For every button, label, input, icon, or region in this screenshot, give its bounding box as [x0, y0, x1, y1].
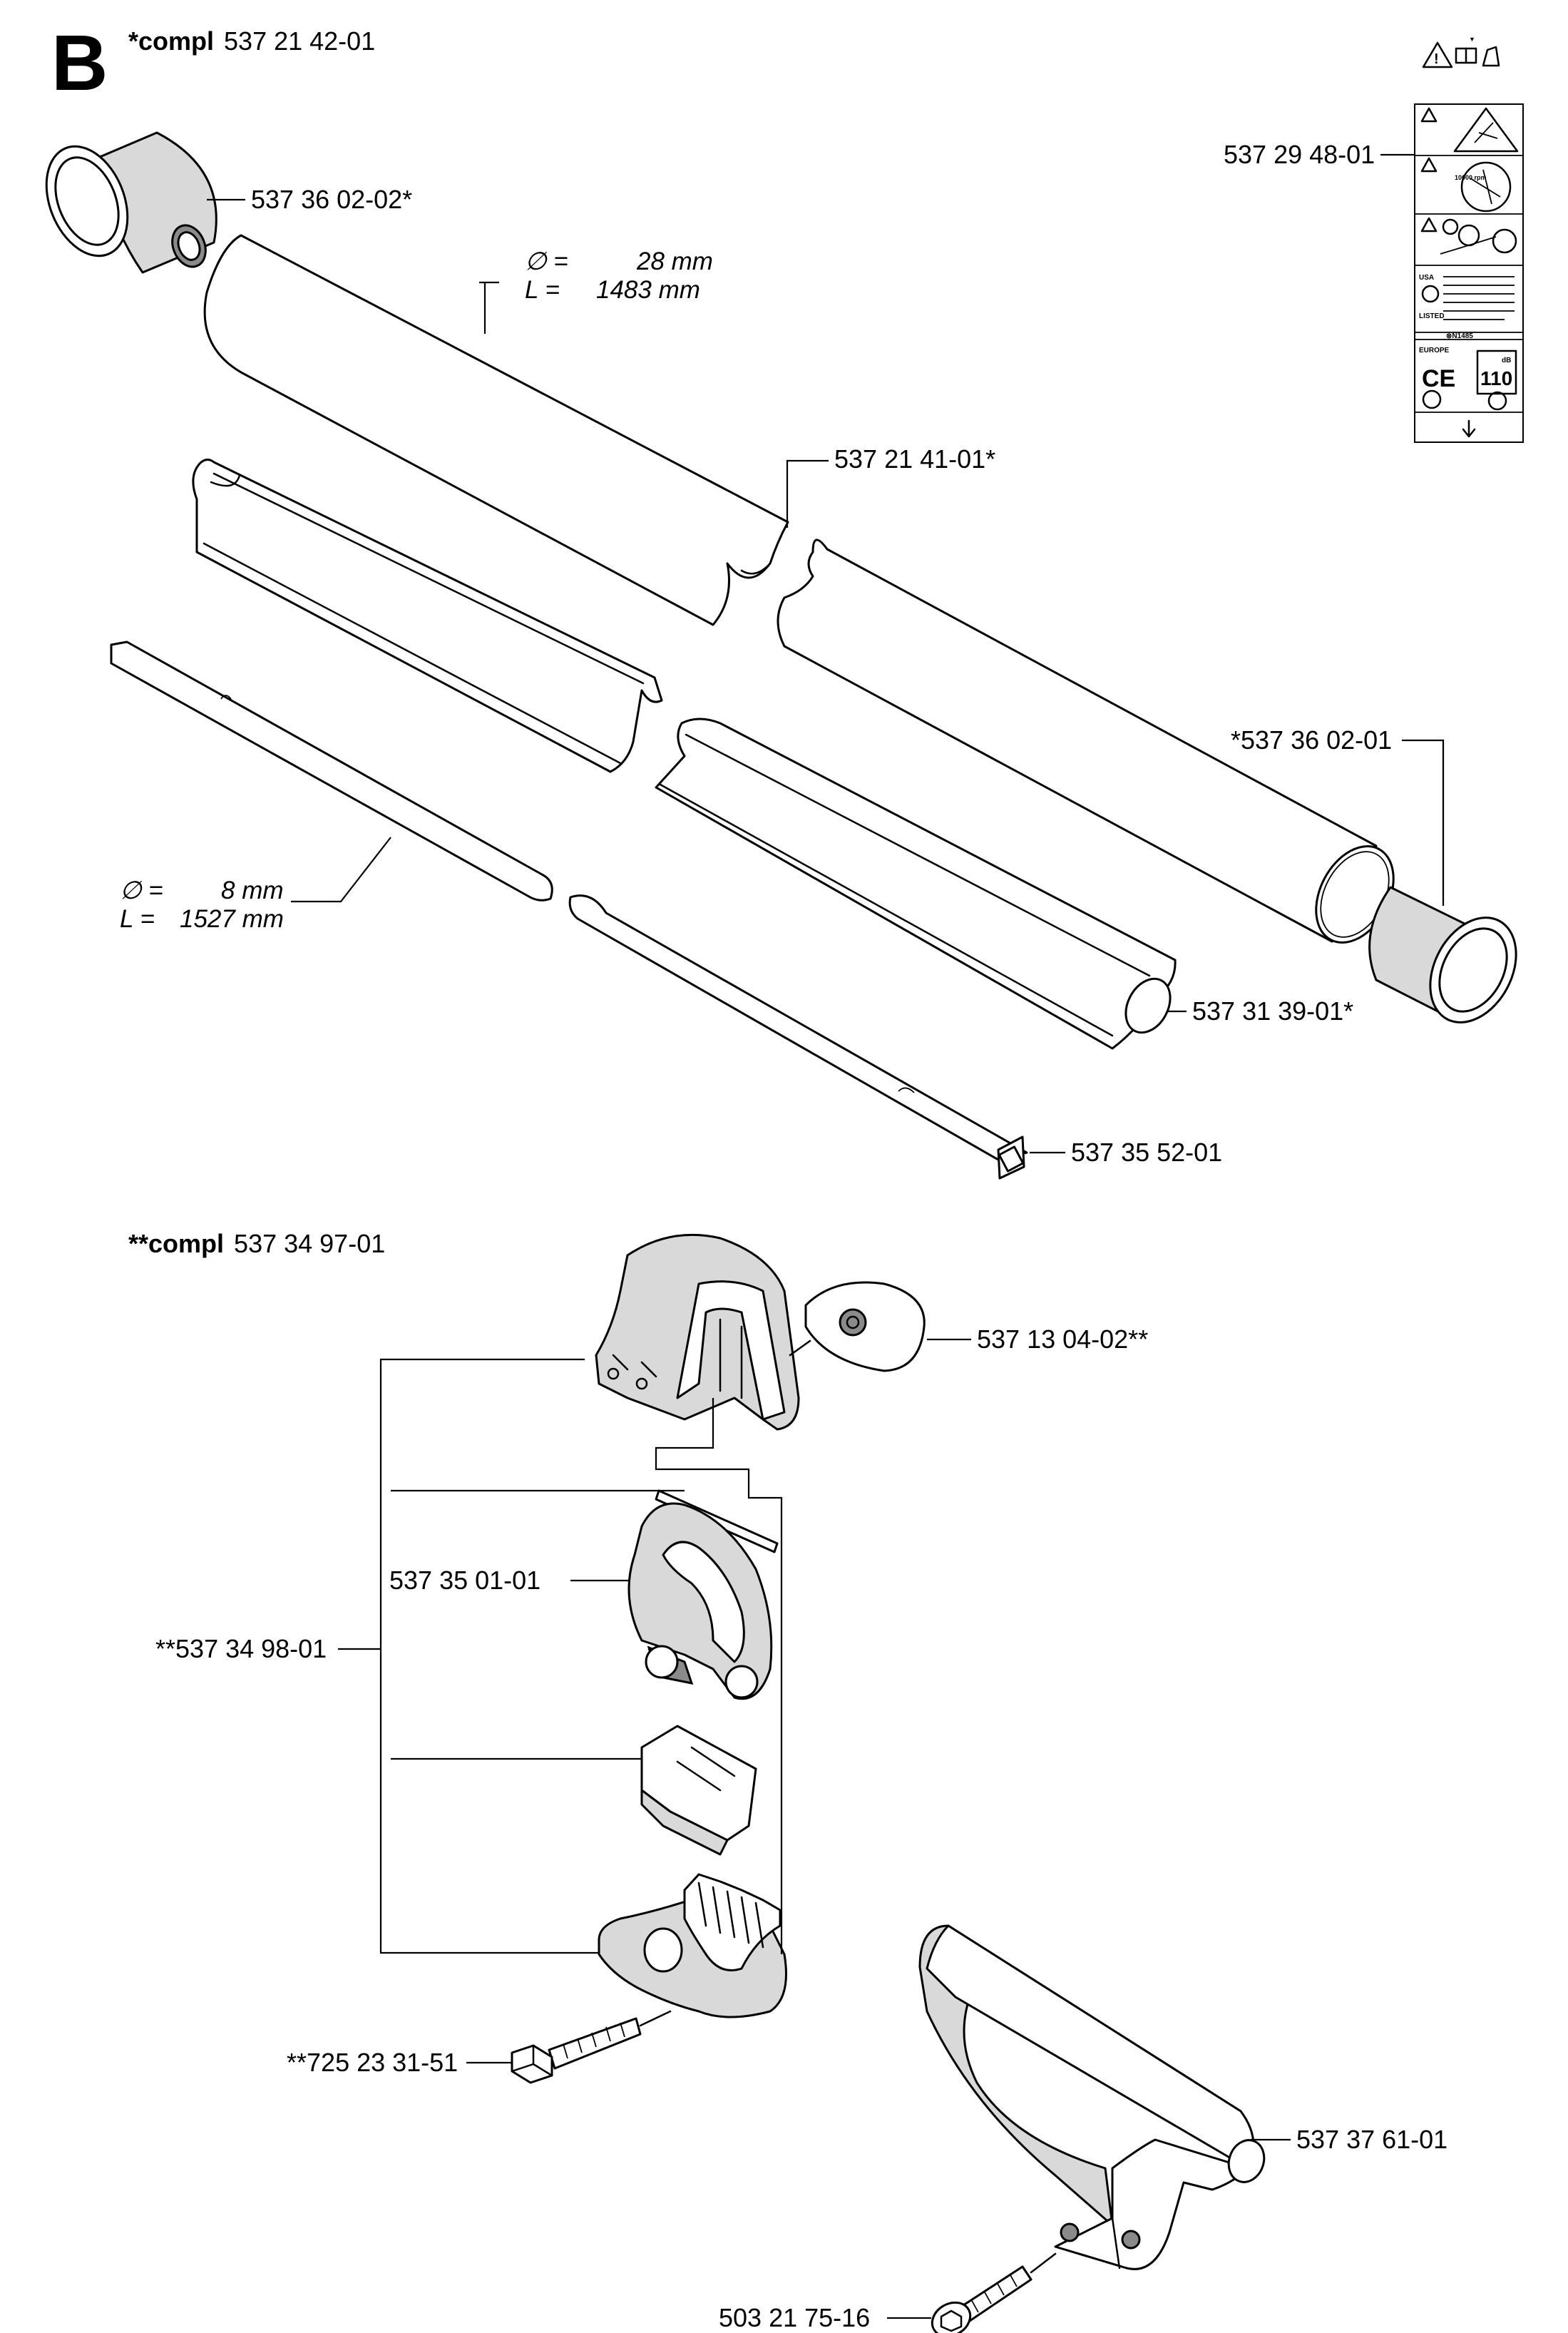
- clamp-set-bracket: [379, 1358, 391, 1954]
- tube-leader: [786, 459, 829, 528]
- end-cap-top: [45, 131, 217, 274]
- label-knob: 537 13 04-02**: [977, 1324, 1148, 1354]
- liner-right: [655, 718, 1177, 1050]
- shaft-assembly-number: 537 21 42-01: [224, 26, 375, 56]
- guard-bracket: [918, 1924, 1266, 2270]
- drive-shaft-right: [568, 894, 1028, 1180]
- label-decal: 537 29 48-01: [1224, 140, 1375, 169]
- shaft-length-prefix: L =: [120, 905, 155, 933]
- clamp-screw: [511, 2017, 642, 2084]
- decal-europe: EUROPE: [1419, 347, 1450, 354]
- bracket-screw: [931, 2265, 1032, 2333]
- decal-cert: ⊗N1485: [1446, 332, 1473, 340]
- shaft-diameter-prefix: ∅ =: [120, 877, 163, 904]
- end-cap-bottom-leader: [1402, 739, 1445, 906]
- knob: [804, 1281, 926, 1372]
- label-handle-loop: 537 35 01-01: [389, 1566, 540, 1595]
- tube-length-prefix: L =: [525, 276, 560, 304]
- shaft-diameter: 8 mm: [221, 877, 284, 904]
- clamp-assembly-prefix: **compl: [128, 1229, 224, 1258]
- label-clamp-set: **537 34 98-01: [155, 1634, 327, 1663]
- lower-clamp: [598, 1873, 787, 2018]
- shaft-length: 1527 mm: [180, 905, 284, 933]
- shaft-assembly-header: *compl 537 21 42-01: [128, 26, 375, 56]
- upper-clamp: [595, 1234, 800, 1431]
- shaft-assembly-prefix: *compl: [128, 26, 214, 56]
- handle-loop: [627, 1502, 773, 1700]
- label-bracket-screw: 503 21 75-16: [719, 2303, 870, 2332]
- header-warning-symbols: ! ▼: [1422, 36, 1500, 68]
- section-letter: B: [51, 19, 108, 107]
- label-shaft-tube: 537 21 41-01*: [834, 444, 995, 474]
- label-end-cap-bottom: *537 36 02-01: [1231, 725, 1392, 755]
- tube-diameter: 28 mm: [636, 247, 713, 275]
- drive-shaft-left: [110, 640, 553, 902]
- decal-usa: USA: [1419, 274, 1434, 282]
- clamp-assembly-number: 537 34 97-01: [234, 1229, 385, 1258]
- decal-listed: LISTED: [1419, 312, 1445, 320]
- label-guard-bracket: 537 37 61-01: [1296, 2125, 1447, 2154]
- decal-rpm: 10000 rpm: [1455, 174, 1487, 181]
- liner-left: [192, 459, 663, 773]
- tube-diameter-prefix: ∅ =: [525, 247, 568, 275]
- decal-label: 10000 rpm USA LISTED ⊗N1485 EUROPE CE 11…: [1414, 103, 1524, 443]
- clamp-assembly-header: **compl 537 34 97-01: [128, 1229, 385, 1258]
- tube-length: 1483 mm: [596, 276, 700, 304]
- label-clamp-screw: **725 23 31-51: [287, 2048, 458, 2077]
- label-drive-shaft: 537 35 52-01: [1071, 1138, 1222, 1167]
- shaft-tube-left: [203, 234, 789, 626]
- decal-noise-unit: dB: [1502, 357, 1511, 364]
- decal-ce: CE: [1422, 365, 1455, 392]
- label-end-cap-top: 537 36 02-02*: [251, 185, 412, 214]
- clamp-insert: [640, 1725, 757, 1856]
- decal-noise: 110: [1480, 367, 1512, 389]
- end-cap-bottom: [1368, 886, 1517, 1023]
- svg-text:!: !: [1434, 51, 1439, 67]
- assembly-axis: [655, 1405, 783, 1954]
- svg-text:▼: ▼: [1469, 36, 1475, 43]
- label-liner: 537 31 39-01*: [1192, 996, 1353, 1026]
- shaft-dim-leader: [291, 837, 391, 903]
